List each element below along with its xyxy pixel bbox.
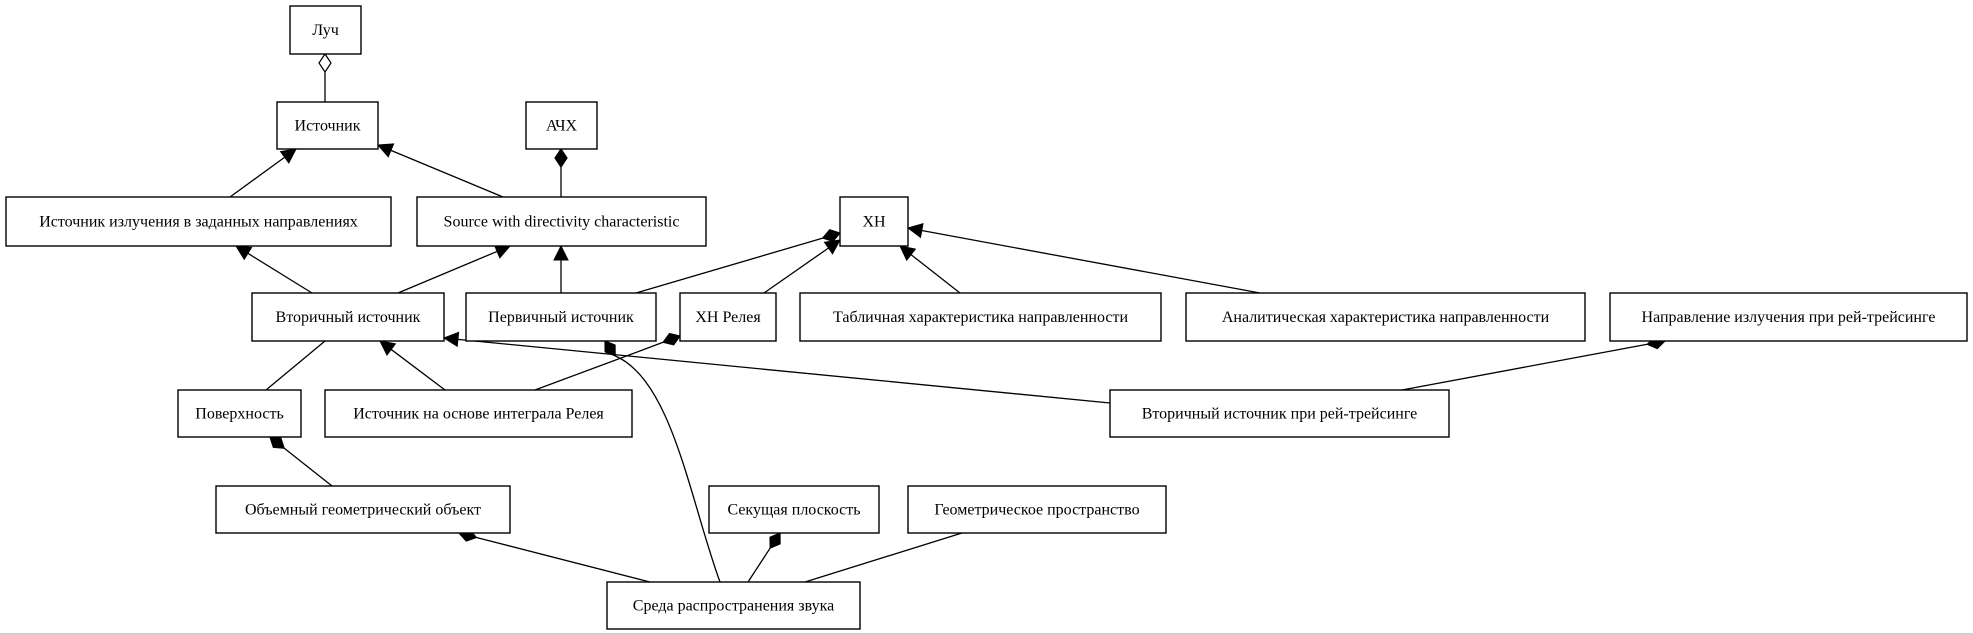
edge-vtor-to-ist-izl-arrowhead xyxy=(235,245,253,261)
class-perv-box xyxy=(465,292,657,342)
class-istochnik-box xyxy=(276,101,379,150)
class-luch-label: Луч xyxy=(312,22,339,39)
edge-tabl-to-xn-arrowhead xyxy=(899,245,917,262)
edge-ist-int-to-vtor-arrowhead xyxy=(379,340,397,356)
class-ist-izl-box xyxy=(5,196,392,247)
edge-ist-izl-to-istochnik-arrowhead xyxy=(279,148,297,164)
edge-sreda-to-geom xyxy=(804,532,963,583)
class-sreda-label: Среда распространения звука xyxy=(633,598,834,615)
class-sreda[interactable]: Среда распространения звука xyxy=(606,581,861,630)
edge-ist-izl-to-istochnik xyxy=(229,156,286,198)
edge-perv-to-xn-diamond xyxy=(821,229,842,242)
class-xn-releya-box xyxy=(679,292,777,342)
class-xn-releya-label: ХН Релея xyxy=(695,309,761,326)
class-source-dir-label: Source with directivity characteristic xyxy=(444,214,680,231)
class-anal-box xyxy=(1185,292,1586,342)
bottom-divider xyxy=(0,633,1973,635)
class-perv[interactable]: Первичный источник xyxy=(465,292,657,342)
class-sek-box xyxy=(708,485,880,534)
class-ist-int-label: Источник на основе интеграла Релея xyxy=(353,406,604,423)
class-napr-label: Направление излучения при рей-трейсинге xyxy=(1642,309,1936,326)
class-achx-box xyxy=(525,101,598,150)
edge-sreda-to-perv xyxy=(614,355,721,583)
edge-obem-to-poverh xyxy=(283,447,333,487)
edge-vtor-rt-to-vtor xyxy=(457,338,1111,404)
class-ist-int-box xyxy=(324,389,633,438)
edge-anal-to-xn xyxy=(921,229,1261,294)
class-sreda-box xyxy=(606,581,861,630)
edge-ist-int-to-xn-releya-diamond xyxy=(662,332,682,346)
class-tabl-label: Табличная характеристика направленности xyxy=(833,309,1129,326)
edge-tabl-to-xn xyxy=(910,254,961,294)
class-geom[interactable]: Геометрическое пространство xyxy=(907,485,1167,534)
class-poverh[interactable]: Поверхность xyxy=(177,389,302,438)
class-luch[interactable]: Луч xyxy=(289,5,362,55)
class-perv-label: Первичный источник xyxy=(488,309,634,326)
edge-perv-to-source-dir-arrowhead xyxy=(553,244,569,261)
class-istochnik-label: Источник xyxy=(295,118,361,135)
edge-vtor-rt-to-napr xyxy=(1401,343,1648,391)
edge-perv-to-xn xyxy=(635,237,823,294)
class-xn-label: ХН xyxy=(862,214,886,231)
edge-vtor-to-ist-izl xyxy=(247,252,313,294)
edge-poverh-to-vtor xyxy=(265,340,326,391)
class-sek-label: Секущая плоскость xyxy=(727,502,860,519)
relations-layer xyxy=(229,52,1667,583)
class-napr[interactable]: Направление излучения при рей-трейсинге xyxy=(1609,292,1968,342)
class-obem[interactable]: Объемный геометрический объект xyxy=(215,485,511,534)
class-sek[interactable]: Секущая плоскость xyxy=(708,485,880,534)
class-tabl[interactable]: Табличная характеристика направленности xyxy=(799,292,1162,342)
class-vtor-box xyxy=(251,292,445,342)
class-geom-label: Геометрическое пространство xyxy=(934,502,1139,519)
class-poverh-label: Поверхность xyxy=(195,406,283,423)
edge-vtor-rt-to-vtor-arrowhead xyxy=(442,331,460,348)
class-vtor[interactable]: Вторичный источник xyxy=(251,292,445,342)
class-obem-label: Объемный геометрический объект xyxy=(245,502,481,519)
edge-ist-int-to-vtor xyxy=(390,348,446,391)
class-vtor-rt-box xyxy=(1109,389,1450,438)
class-ist-izl[interactable]: Источник излучения в заданных направлени… xyxy=(5,196,392,247)
edge-sreda-to-obem xyxy=(476,536,651,583)
edge-source-dir-to-achx-diamond xyxy=(554,147,568,169)
edge-sreda-to-sek-diamond xyxy=(769,532,781,549)
class-vtor-rt[interactable]: Вторичный источник при рей-трейсинге xyxy=(1109,389,1450,438)
edge-sreda-to-sek xyxy=(747,547,771,583)
class-xn[interactable]: ХН xyxy=(839,196,909,247)
class-vtor-label: Вторичный источник xyxy=(276,309,421,326)
class-obem-box xyxy=(215,485,511,534)
edge-ist-int-to-xn-releya xyxy=(534,341,664,391)
edge-istochnik-to-luch-diamond xyxy=(318,52,332,74)
class-luch-box xyxy=(289,5,362,55)
edge-obem-to-poverh-diamond xyxy=(269,436,285,449)
class-ist-izl-label: Источник излучения в заданных направлени… xyxy=(39,214,358,231)
class-xn-releya[interactable]: ХН Релея xyxy=(679,292,777,342)
edge-xn-releya-to-xn xyxy=(763,247,829,294)
class-anal-label: Аналитическая характеристика направленно… xyxy=(1222,309,1550,326)
class-achx-label: АЧХ xyxy=(546,118,578,135)
edge-source-dir-to-istochnik-arrowhead xyxy=(376,143,395,158)
edge-source-dir-to-istochnik xyxy=(390,149,504,198)
class-ist-int[interactable]: Источник на основе интеграла Релея xyxy=(324,389,633,438)
class-xn-box xyxy=(839,196,909,247)
class-vtor-rt-label: Вторичный источник при рей-трейсинге xyxy=(1142,406,1418,423)
edge-anal-to-xn-arrowhead xyxy=(906,222,924,239)
edge-xn-releya-to-xn-arrowhead xyxy=(823,239,841,255)
class-napr-box xyxy=(1609,292,1968,342)
class-achx[interactable]: АЧХ xyxy=(525,101,598,150)
class-anal[interactable]: Аналитическая характеристика направленно… xyxy=(1185,292,1586,342)
class-tabl-box xyxy=(799,292,1162,342)
class-poverh-box xyxy=(177,389,302,438)
class-istochnik[interactable]: Источник xyxy=(276,101,379,150)
class-source-dir-box xyxy=(416,196,707,247)
edge-vtor-to-source-dir xyxy=(397,250,498,294)
class-source-dir[interactable]: Source with directivity characteristic xyxy=(416,196,707,247)
class-geom-box xyxy=(907,485,1167,534)
